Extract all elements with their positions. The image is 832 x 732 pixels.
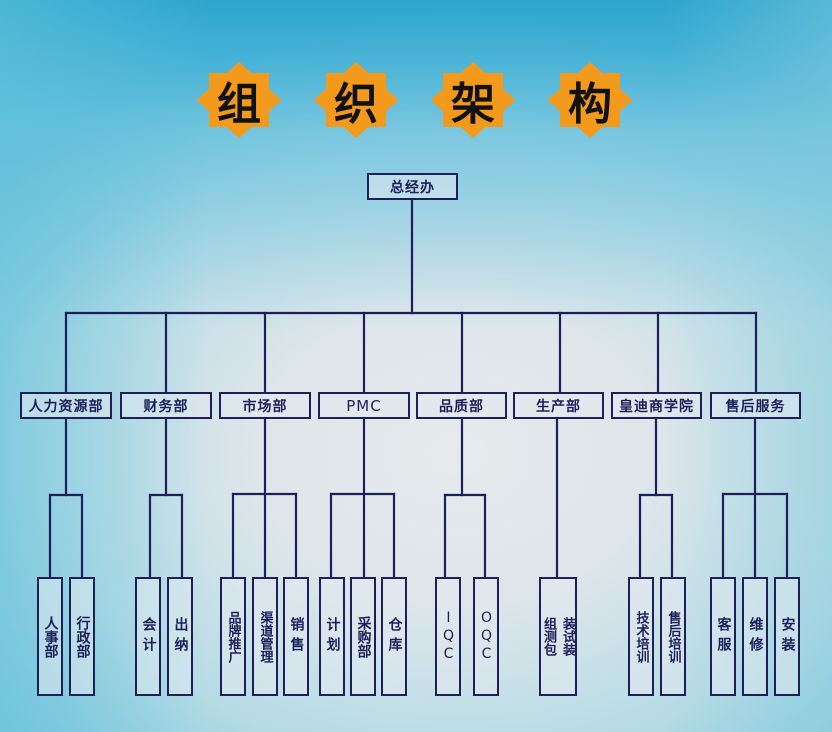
- org-node-subunit: 安装: [774, 577, 800, 696]
- org-node-subunit: 会计: [135, 577, 161, 696]
- org-node-subunit: 采购部: [350, 577, 376, 696]
- node-label: 维修: [747, 616, 764, 657]
- node-label: 总经办: [390, 179, 435, 196]
- org-node-subunit: 计划: [319, 577, 345, 696]
- org-node-subunit: 人事部: [37, 577, 63, 696]
- org-node-subunit: OQC: [473, 577, 499, 696]
- node-label: 销售: [288, 616, 305, 657]
- node-label: 仓库: [386, 616, 403, 657]
- node-label: 计划: [324, 616, 341, 657]
- org-node-department: 人力资源部: [20, 392, 112, 419]
- org-node-root: 总经办: [367, 173, 458, 200]
- node-label: 人事部: [42, 615, 59, 658]
- node-label: 客服: [715, 616, 732, 657]
- node-label: 行政部: [74, 615, 91, 658]
- org-node-department: 财务部: [120, 392, 212, 419]
- org-node-department: 售后服务: [710, 392, 801, 419]
- node-label-col: 组测包: [541, 617, 556, 656]
- node-label: 售后服务: [725, 398, 786, 415]
- node-label: 人力资源部: [28, 398, 104, 415]
- node-label: 售后培训: [665, 610, 681, 663]
- node-label: 技术培训: [633, 610, 649, 663]
- title-star-badge: 组: [192, 61, 286, 139]
- node-label: 生产部: [536, 398, 581, 415]
- org-node-subunit: 出纳: [167, 577, 193, 696]
- title-star-badge: 构: [543, 61, 637, 139]
- node-label: 安装: [779, 616, 796, 657]
- node-label: 财务部: [143, 398, 189, 415]
- org-node-subunit: 渠道管理: [252, 577, 278, 696]
- title-star-badge: 织: [309, 61, 403, 139]
- node-label: 市场部: [242, 398, 288, 415]
- org-node-department: 皇迪商学院: [611, 392, 702, 419]
- title-char: 织: [334, 79, 378, 130]
- chart-title: 组 织 架 构: [0, 0, 832, 160]
- org-node-department: PMC: [318, 392, 410, 419]
- org-node-subunit: 售后培训: [660, 577, 686, 696]
- title-char: 构: [568, 79, 612, 130]
- node-label: OQC: [478, 609, 495, 664]
- org-node-subunit: 仓库: [381, 577, 407, 696]
- org-node-department: 市场部: [219, 392, 311, 419]
- node-label: PMC: [346, 396, 382, 415]
- org-node-subunit: 行政部: [69, 577, 95, 696]
- org-node-subunit: 客服: [710, 577, 736, 696]
- node-label: 会计: [140, 616, 157, 657]
- node-label: 品牌推广: [225, 610, 241, 663]
- org-node-subunit: 维修: [742, 577, 768, 696]
- node-label-col: 装试装: [560, 617, 575, 656]
- node-label: 渠道管理: [257, 610, 273, 663]
- title-char: 架: [451, 79, 495, 130]
- node-label: 品质部: [439, 398, 484, 415]
- org-node-subunit: 品牌推广: [220, 577, 246, 696]
- node-label: 出纳: [172, 616, 189, 657]
- node-label: IQC: [440, 609, 457, 664]
- node-label-two-column: 装试装 组测包: [540, 617, 576, 656]
- title-char: 组: [217, 79, 261, 130]
- org-node-department: 品质部: [416, 392, 507, 419]
- node-label: 采购部: [355, 615, 372, 658]
- org-node-department: 生产部: [513, 392, 604, 419]
- org-node-subunit: IQC: [435, 577, 461, 696]
- org-node-subunit: 装试装 组测包: [539, 577, 577, 696]
- org-node-subunit: 销售: [283, 577, 309, 696]
- node-label: 皇迪商学院: [619, 398, 694, 415]
- title-star-badge: 架: [426, 61, 520, 139]
- org-node-subunit: 技术培训: [628, 577, 654, 696]
